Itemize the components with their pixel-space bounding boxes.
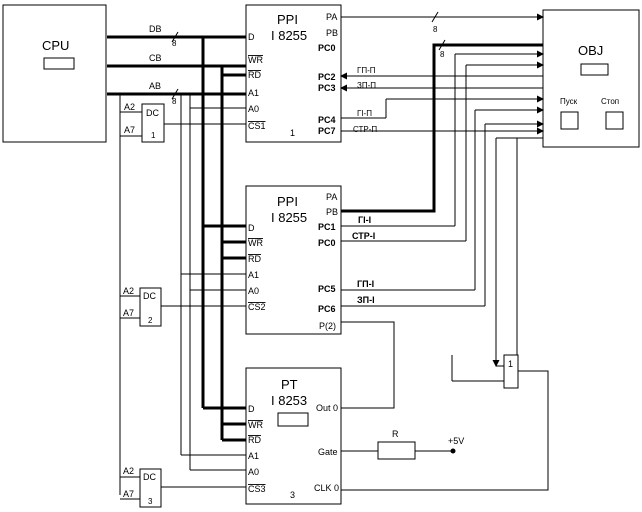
decoder-2: DC 2 A2 A7 [123, 286, 162, 327]
pt-pin-d: D [248, 404, 255, 414]
or-gate: 1 [503, 354, 519, 389]
decoder-1: DC 1 A2 A7 [124, 102, 165, 143]
ppi1-pin-wr: WR [248, 55, 263, 65]
decoder-2-label: DC [143, 291, 156, 301]
ppi1-title: PPI [277, 12, 298, 27]
decoder-1-number: 1 [151, 131, 156, 140]
ppi1-pin-pc2: PC2 [318, 72, 336, 82]
decoder-3-number: 3 [148, 497, 153, 506]
db-width-label: 8 [172, 39, 177, 48]
pt-number: 3 [290, 490, 295, 500]
sig-gi-i: ГI-I [358, 215, 371, 225]
ppi2-pin-wr: WR [248, 238, 263, 248]
pt-pin-a0: A0 [248, 467, 259, 477]
pt-pin-out0: Out 0 [316, 403, 338, 413]
pt-pin-gate: Gate [318, 447, 338, 457]
pt-title: PT [281, 377, 298, 392]
ppi1-pin-a1: A1 [248, 88, 259, 98]
obj-indicator [580, 63, 609, 76]
ppi1-pin-a0: A0 [248, 104, 259, 114]
ppi1-pin-pc4: PC4 [318, 115, 336, 125]
ppi1-number: 1 [290, 128, 295, 138]
system-buses [107, 31, 246, 442]
obj-block: OBJ Пуск Стоп [542, 9, 640, 148]
ppi2-pin-pc0: PC0 [318, 238, 336, 248]
ppi1-pin-pc0: PC0 [318, 43, 336, 53]
ppi2-pin-pa: PA [326, 192, 337, 202]
sig-str-p: СТР-П [353, 125, 377, 134]
ppi2-pin-rd: RD [248, 254, 261, 264]
ppi2-pin-pb: PB [326, 207, 338, 217]
ppi1-pin-rd: RD [248, 70, 261, 80]
db-bus-label: DB [149, 24, 162, 34]
ppi2-pin-p2: P(2) [319, 321, 336, 331]
ppi2-pin-a0: A0 [248, 286, 259, 296]
cpu-indicator [43, 57, 75, 70]
ppi2-pin-d: D [248, 223, 255, 233]
pb-width-label: 8 [440, 50, 445, 59]
ppi2-pin-pc5: PC5 [318, 284, 336, 294]
pt-indicator [277, 412, 309, 427]
sig-str-i: СТР-I [352, 231, 375, 241]
pa-width-label: 8 [433, 25, 438, 34]
pt-pin-a1: A1 [248, 451, 259, 461]
decoder-2-number: 2 [148, 316, 153, 325]
ab-width-label: 8 [172, 97, 177, 106]
port-wiring [340, 11, 549, 491]
start-button[interactable] [560, 111, 579, 130]
ppi2-chip-name: I 8255 [271, 210, 307, 225]
ppi1-pin-cs1: CS1 [248, 121, 266, 131]
pt-pin-clk0: CLK 0 [314, 483, 339, 493]
decoder-3-in-a2: A2 [123, 466, 134, 476]
ppi2-pin-pc1: PC1 [318, 222, 336, 232]
sig-gp-p: ГП-П [357, 66, 376, 75]
ppi1-pin-pc7: PC7 [318, 126, 336, 136]
pt-pin-cs3: CS3 [248, 484, 266, 494]
sig-zp-p: ЗП-П [357, 81, 376, 90]
decoder-3: DC 3 A2 A7 [123, 466, 162, 508]
decoder-2-in-a7: A7 [123, 308, 134, 318]
decoder-3-in-a7: A7 [123, 489, 134, 499]
sig-gi-p: ГI-П [357, 109, 372, 118]
supply-label: +5V [448, 436, 464, 446]
ppi2-title: PPI [277, 194, 298, 209]
pt-chip: PT I 8253 3 D WR RD A1 A0 CS3 Out 0 Gate… [245, 367, 342, 505]
stop-button[interactable] [605, 111, 624, 130]
ppi1-pin-d: D [248, 32, 255, 42]
obj-stop-label: Стоп [601, 97, 619, 106]
ppi1-pin-pb: PB [326, 28, 338, 38]
sig-gp-i: ГП-I [357, 279, 374, 289]
cpu-label: CPU [42, 38, 69, 53]
ppi1-pin-pc3: PC3 [318, 83, 336, 93]
obj-label: OBJ [578, 43, 603, 58]
pt-pin-wr: WR [248, 420, 263, 430]
ppi1-chip: PPI I 8255 1 D WR RD A1 A0 CS1 PA PB PC0… [245, 4, 342, 143]
pt-chip-name: I 8253 [271, 393, 307, 408]
ppi1-pin-pa: PA [326, 12, 337, 22]
decoder-1-in-a7: A7 [124, 125, 135, 135]
ab-bus-label: AB [149, 81, 161, 91]
obj-start-label: Пуск [560, 97, 578, 106]
decoder-1-in-a2: A2 [124, 102, 135, 112]
decoder-3-label: DC [143, 472, 156, 482]
resistor-label: R [392, 429, 399, 439]
pt-pin-rd: RD [248, 435, 261, 445]
ppi2-pin-pc6: PC6 [318, 304, 336, 314]
cb-bus-label: CB [149, 53, 162, 63]
ppi2-chip: PPI I 8255 D WR RD A1 A0 CS2 PA PB PC1 P… [245, 185, 342, 335]
ppi1-chip-name: I 8255 [271, 28, 307, 43]
ppi2-pin-cs2: CS2 [248, 302, 266, 312]
resistor: R [377, 429, 416, 460]
sig-zp-i: ЗП-I [357, 295, 375, 305]
decoder-2-in-a2: A2 [123, 286, 134, 296]
address-wiring [119, 94, 246, 500]
ppi2-pin-a1: A1 [248, 270, 259, 280]
cpu-block: CPU [2, 4, 107, 143]
or-gate-label: 1 [508, 359, 513, 369]
decoder-1-label: DC [146, 108, 159, 118]
